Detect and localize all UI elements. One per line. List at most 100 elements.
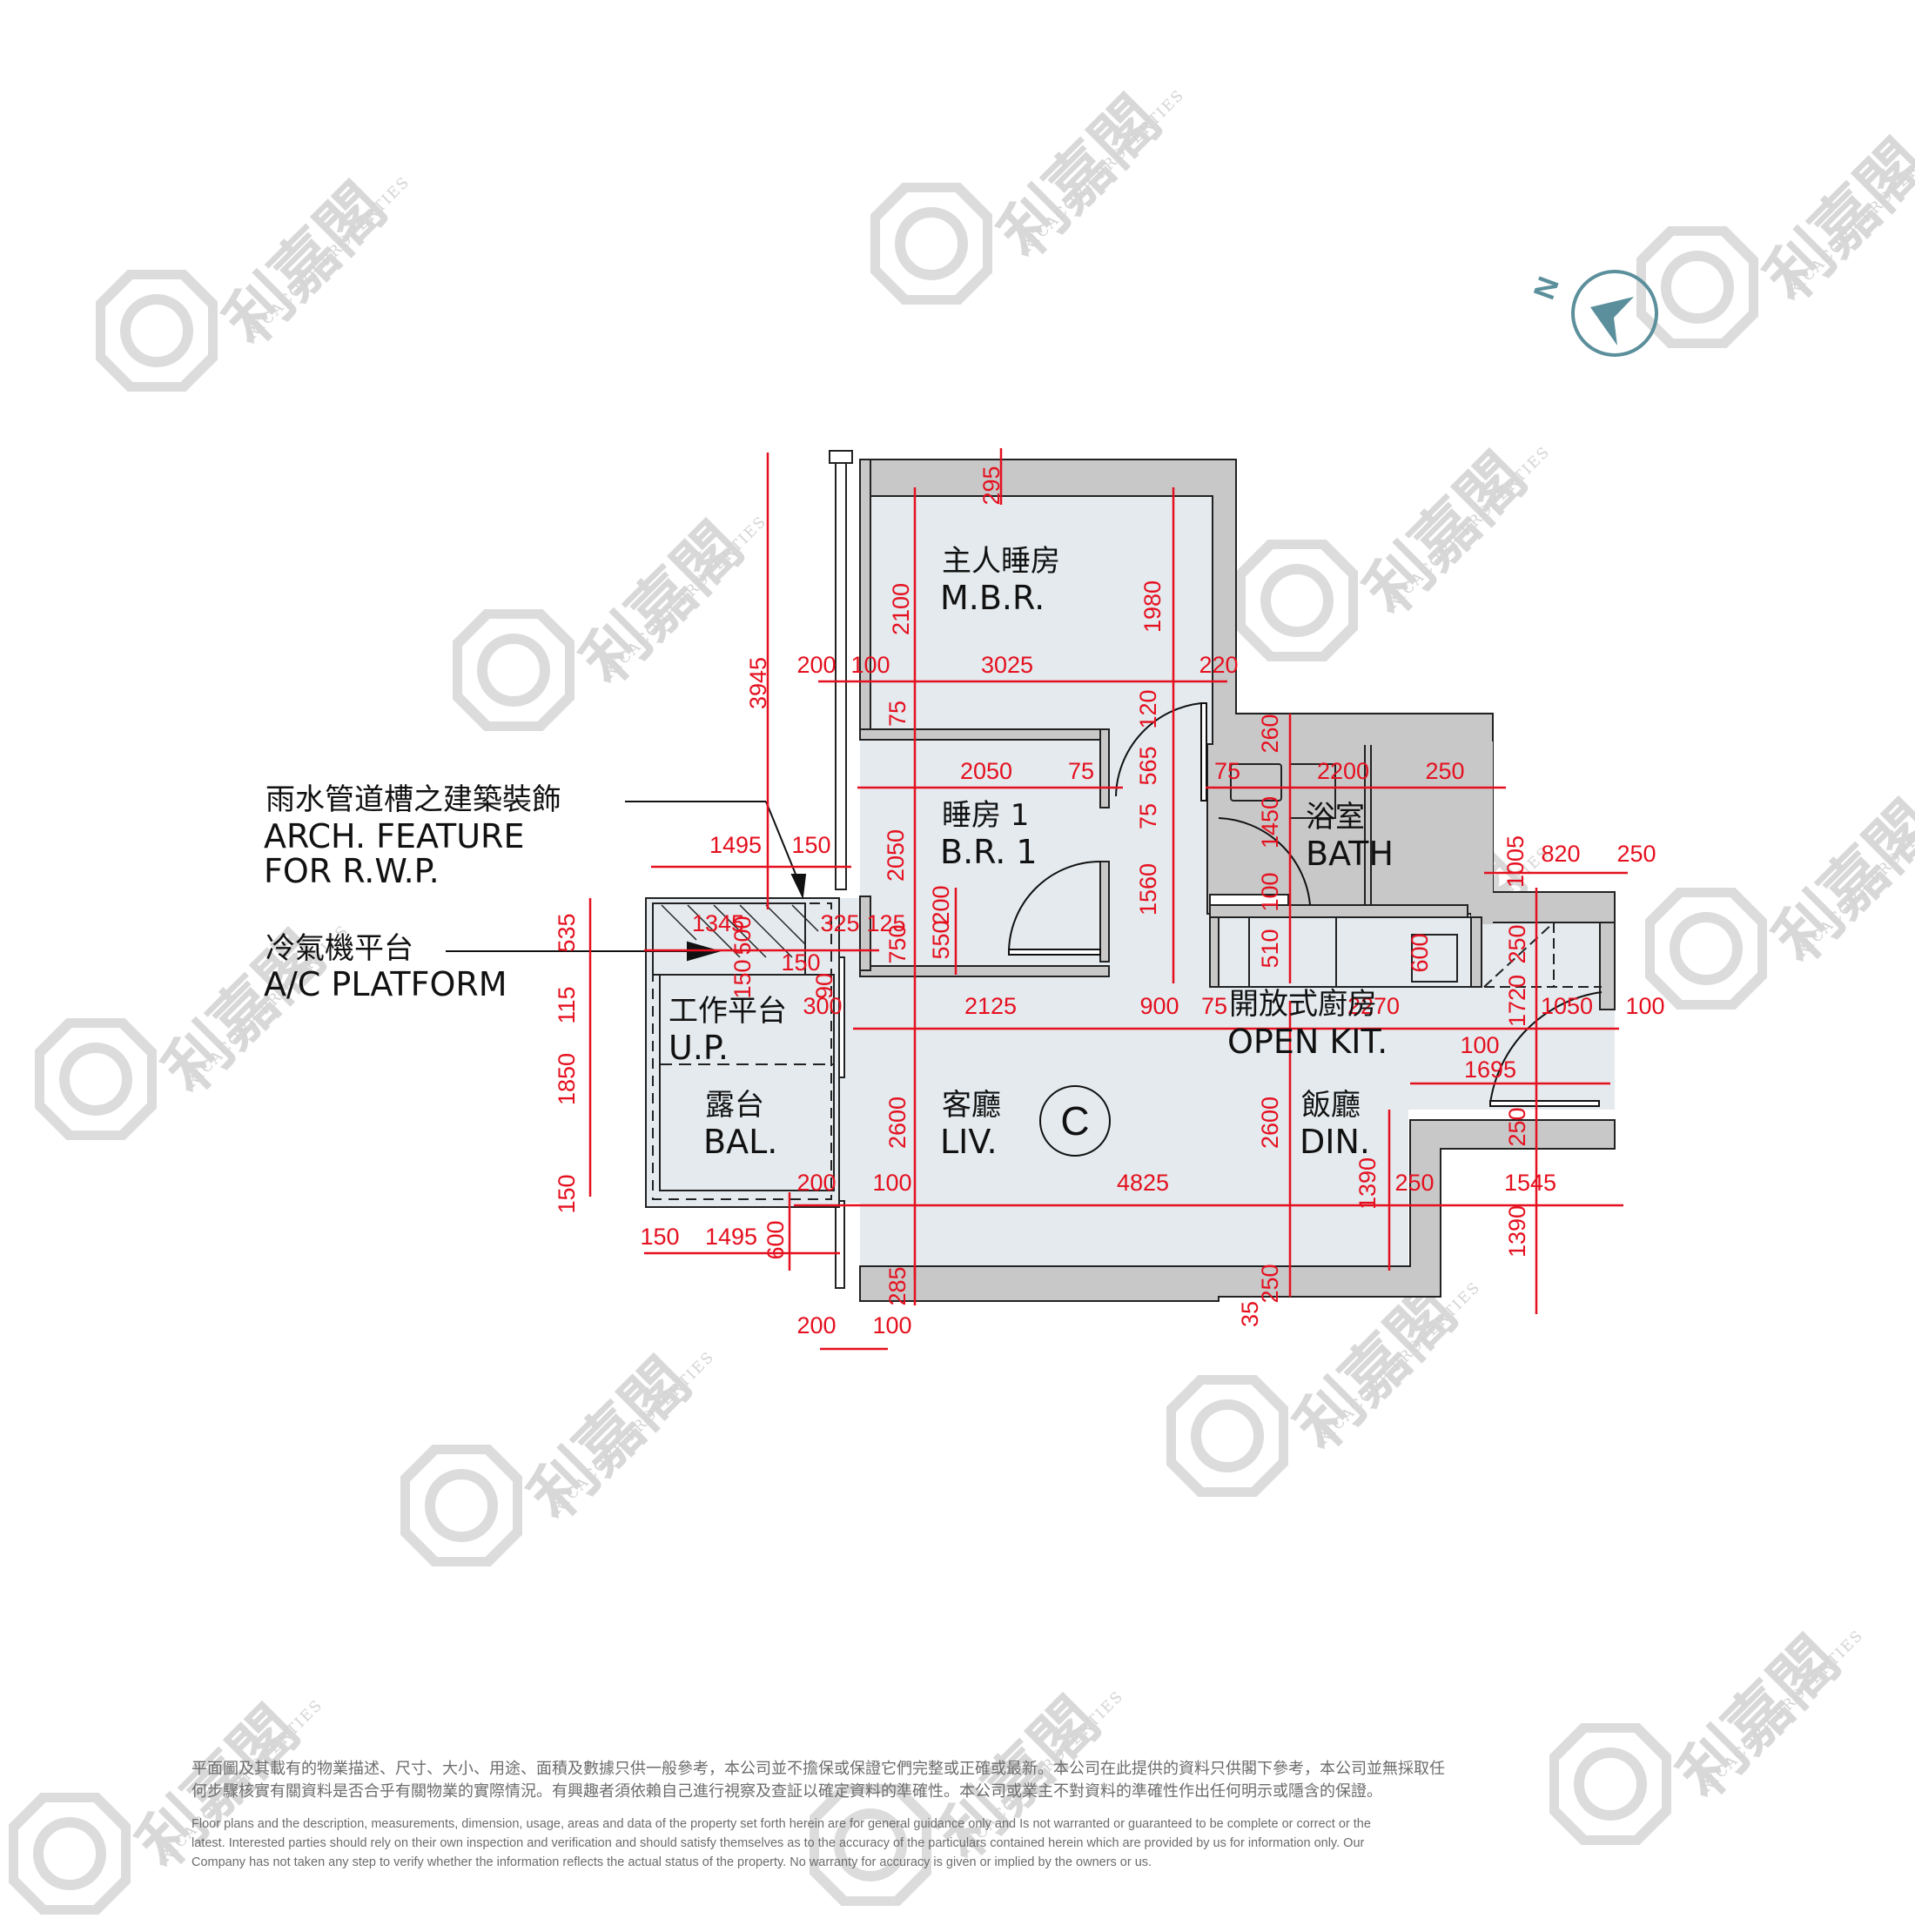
room-label-liv-en: LIV.: [940, 1123, 998, 1161]
dimension-label: 565: [1135, 746, 1161, 785]
dimension-label: 90: [811, 973, 837, 999]
dimension-label: 75: [1135, 803, 1161, 829]
room-label-br1-zh: 睡房 1: [942, 798, 1030, 833]
dimension-label: 1720: [1504, 975, 1530, 1027]
dimension-label: 150: [781, 949, 820, 976]
dimension-label: 295: [978, 466, 1005, 505]
dimension-label: 150: [640, 1224, 679, 1250]
dimension-label: 550: [928, 920, 954, 959]
north-label: N: [1528, 272, 1566, 304]
dimension-label: 1545: [1504, 1170, 1556, 1196]
dimension-label: 125: [866, 910, 905, 936]
dimension-label: 3025: [981, 652, 1033, 678]
dimension-label: 75: [884, 701, 910, 727]
dimension-label: 2125: [964, 993, 1017, 1019]
dimension-label: 250: [1504, 1107, 1530, 1146]
room-label-mbr-en: M.B.R.: [940, 579, 1045, 617]
annotation-rwp-zh: 雨水管道槽之建築裝飾: [265, 782, 561, 817]
dimension-label: 4825: [1117, 1170, 1169, 1196]
dimension-label: 100: [1257, 872, 1283, 911]
dimension-label: 3945: [745, 657, 771, 709]
dimension-label: 115: [554, 986, 580, 1023]
dimension-label: 1450: [1257, 796, 1283, 849]
dimension-label: 1390: [1504, 1205, 1530, 1258]
dimension-label: 325: [820, 910, 859, 936]
north-arrow-icon: [1590, 297, 1634, 345]
room-label-bath-zh: 浴室: [1306, 800, 1365, 835]
room-label-bal-zh: 露台: [705, 1088, 764, 1123]
room-label-br1-en: B.R. 1: [940, 833, 1038, 871]
ac-platform-hatch: [661, 904, 819, 958]
dimension-label: 100: [872, 1312, 911, 1338]
dimension-label: 750: [884, 924, 910, 963]
room-label-up-en: U.P.: [669, 1029, 729, 1067]
dimension-label: 100: [850, 652, 890, 678]
dimension-label: 260: [1257, 714, 1283, 753]
disclaimer-en-line-3: Company has not taken any step to verify…: [192, 1855, 1152, 1869]
dimension-label: 2270: [1347, 993, 1400, 1019]
dimension-label: 1005: [1502, 835, 1529, 888]
disclaimer-en-line-2: latest. Interested parties should rely o…: [192, 1836, 1365, 1850]
walls: [859, 459, 1616, 1302]
dimension-label: 75: [1201, 993, 1227, 1019]
dimension-label: 250: [1616, 841, 1656, 867]
dimension-label: 600: [763, 1220, 789, 1259]
room-label-up-zh: 工作平台: [669, 994, 787, 1029]
annotation-rwp-en-2: FOR R.W.P.: [264, 852, 440, 890]
dimension-label: 220: [1199, 652, 1238, 678]
room-label-kitchen-en: OPEN KIT.: [1227, 1023, 1388, 1061]
dimension-label: 300: [803, 993, 842, 1019]
kitchen-counter: [1218, 916, 1602, 988]
bath-fixtures: [1209, 745, 1372, 906]
dimension-label: 1495: [705, 1224, 757, 1250]
annotation-ac-zh: 冷氣機平台: [265, 931, 413, 966]
dimension-label: 150: [791, 832, 830, 858]
dimension-label: 2050: [883, 829, 909, 882]
dimension-label: 2200: [1317, 758, 1369, 784]
annotation-rwp-en-1: ARCH. FEATURE: [264, 817, 525, 855]
dimension-label: 1695: [1464, 1057, 1516, 1083]
room-label-kitchen-zh: 開放式廚房: [1229, 987, 1377, 1022]
disclaimer-zh-line-1: 平面圖及其載有的物業描述、尺寸、大小、用途、面積及數據只供一般參考，本公司並不擔…: [192, 1760, 1445, 1778]
dimension-label: 1560: [1135, 863, 1161, 916]
dimension-label: 2600: [1257, 1097, 1283, 1149]
room-label-din-zh: 飯廳: [1301, 1088, 1361, 1123]
dimension-label: 250: [1257, 1264, 1283, 1303]
dimension-label: 200: [796, 652, 836, 678]
dimension-label: 200: [796, 1312, 836, 1338]
dimension-label: 285: [884, 1266, 910, 1305]
disclaimer-zh-line-2: 何步驟核實有關資料是否合乎有關物業的實際情況。有興趣者須依賴自己進行視察及查証以…: [192, 1782, 1382, 1801]
dimension-label: 200: [796, 1170, 836, 1196]
dimension-lines: [588, 448, 1628, 1351]
dimension-label: 1050: [1541, 993, 1593, 1019]
dimension-label: 200: [928, 885, 954, 924]
dimension-label: 820: [1541, 841, 1580, 867]
dimension-label: 600: [1407, 933, 1433, 972]
dimension-label: 35: [1237, 1301, 1263, 1327]
unit-mark-c: C: [1039, 1085, 1111, 1157]
dimension-label: 1390: [1354, 1157, 1381, 1210]
dimension-label: 75: [1068, 758, 1094, 784]
dimension-label: 900: [1139, 993, 1179, 1019]
dimension-label: 75: [1214, 758, 1240, 784]
dimension-label: 100: [1460, 1032, 1499, 1058]
dimension-label: 1345: [692, 910, 744, 936]
room-label-bath-en: BATH: [1306, 835, 1394, 873]
dimension-label: 150: [554, 1174, 580, 1213]
dimension-label: 500: [729, 916, 756, 955]
room-label-din-en: DIN.: [1300, 1123, 1370, 1161]
annotation-ac-en: A/C PLATFORM: [264, 965, 507, 1003]
dimension-label: 2600: [884, 1097, 910, 1149]
dimension-label: 535: [554, 913, 580, 952]
dimension-label: 2050: [960, 758, 1012, 784]
dimension-label: 2100: [888, 583, 914, 635]
svg-text:C: C: [1060, 1098, 1089, 1144]
dimension-label: 1850: [554, 1053, 580, 1105]
room-label-bal-en: BAL.: [703, 1123, 778, 1161]
dimension-label: 100: [872, 1170, 911, 1196]
dimension-label: 100: [1625, 993, 1664, 1019]
dimension-label: 250: [1504, 924, 1530, 963]
north-compass: N: [1528, 265, 1667, 370]
